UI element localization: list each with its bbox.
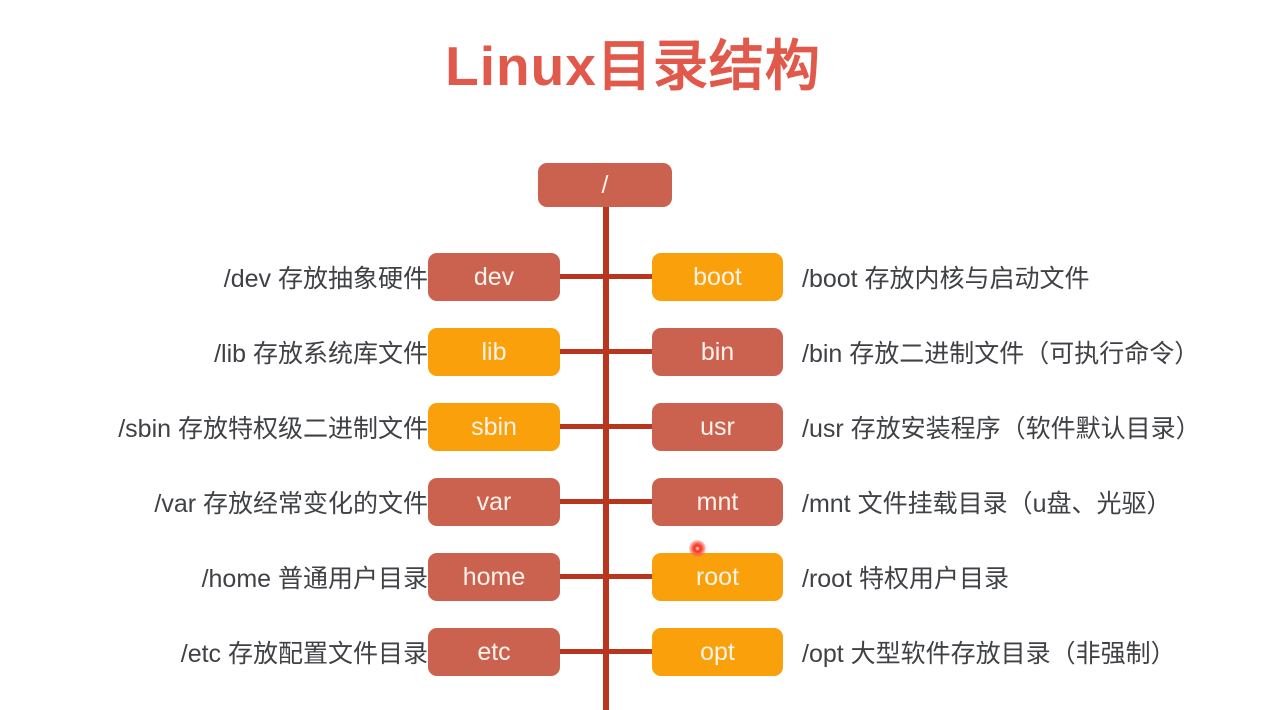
tree-node-lib[interactable]: lib (428, 328, 560, 376)
connector-line-right (603, 574, 656, 579)
description-label-right: /usr 存放安装程序（软件默认目录） (802, 415, 1201, 443)
description-label-left: /sbin 存放特权级二进制文件 (118, 415, 428, 443)
description-label-right: /boot 存放内核与启动文件 (802, 265, 1090, 293)
description-label-left: /home 普通用户目录 (201, 565, 428, 593)
connector-line-right (603, 499, 656, 504)
tree-node-opt[interactable]: opt (652, 628, 783, 676)
connector-line-left (556, 349, 608, 354)
tree-node-usr[interactable]: usr (652, 403, 783, 451)
description-label-left: /lib 存放系统库文件 (214, 340, 428, 368)
tree-node-var[interactable]: var (428, 478, 560, 526)
tree-node-etc[interactable]: etc (428, 628, 560, 676)
connector-line-right (603, 649, 656, 654)
page-title: Linux目录结构 (445, 35, 821, 97)
connector-line-left (556, 649, 608, 654)
tree-node-home[interactable]: home (428, 553, 560, 601)
connector-line-left (556, 499, 608, 504)
tree-trunk-line (603, 196, 609, 710)
tree-node-boot[interactable]: boot (652, 253, 783, 301)
description-label-left: /etc 存放配置文件目录 (180, 640, 428, 668)
connector-line-right (603, 274, 656, 279)
tree-node-mnt[interactable]: mnt (652, 478, 783, 526)
tree-node-root-slash[interactable]: / (538, 163, 672, 207)
description-label-right: /bin 存放二进制文件（可执行命令） (802, 340, 1200, 368)
connector-line-right (603, 424, 656, 429)
connector-line-right (603, 349, 656, 354)
tree-node-sbin[interactable]: sbin (428, 403, 560, 451)
description-label-right: /opt 大型软件存放目录（非强制） (802, 640, 1176, 668)
description-label-left: /var 存放经常变化的文件 (154, 490, 428, 518)
description-label-left: /dev 存放抽象硬件 (223, 265, 428, 293)
connector-line-left (556, 274, 608, 279)
description-label-right: /mnt 文件挂载目录（u盘、光驱） (802, 490, 1172, 518)
description-label-right: /root 特权用户目录 (802, 565, 1009, 593)
tree-node-bin[interactable]: bin (652, 328, 783, 376)
tree-node-dev[interactable]: dev (428, 253, 560, 301)
connector-line-left (556, 574, 608, 579)
tree-node-root[interactable]: root (652, 553, 783, 601)
connector-line-left (556, 424, 608, 429)
